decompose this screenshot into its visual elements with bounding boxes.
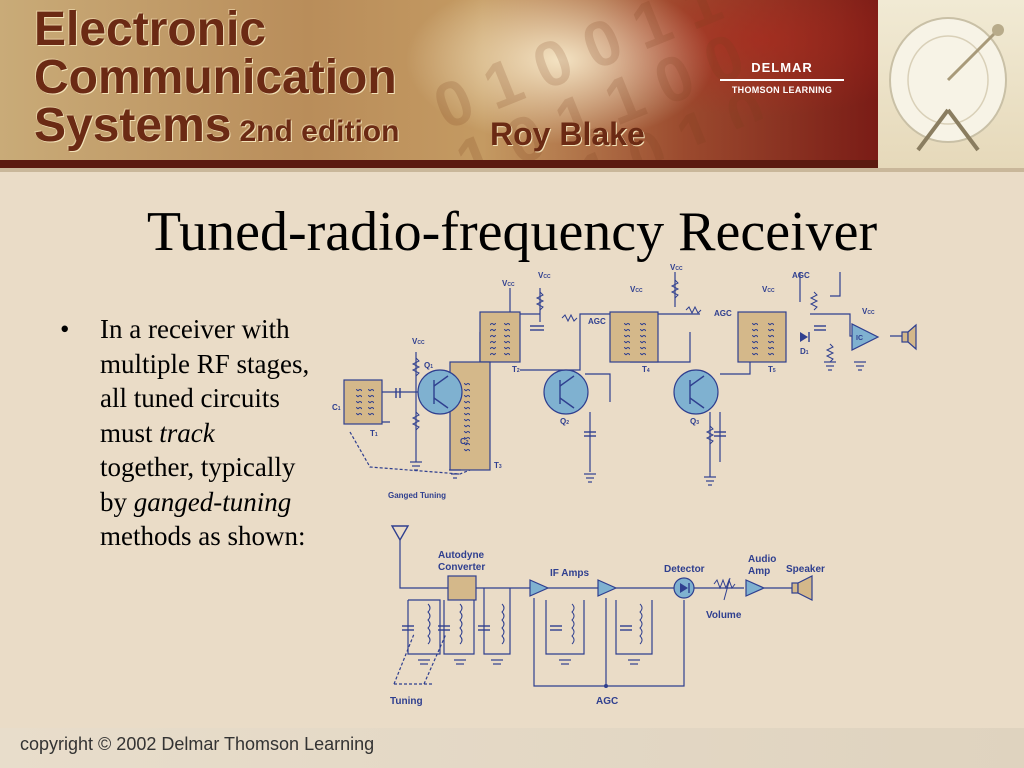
audio-amp-icon	[745, 579, 766, 597]
tuning-label: Tuning	[390, 696, 423, 707]
bullet-emphasis-ganged-tuning: ganged-tuning	[133, 486, 292, 517]
q3-label: Q3	[690, 417, 699, 426]
amp-label: Amp	[748, 566, 770, 577]
agc-label-1: AGC	[588, 317, 606, 326]
book-edition: 2nd edition	[239, 115, 400, 148]
detector-label: Detector	[664, 564, 705, 575]
transformer-t4	[609, 311, 659, 363]
publisher-logo: DELMAR THOMSON LEARNING	[712, 60, 852, 95]
c1-label: C1	[332, 403, 341, 412]
volume-label: Volume	[706, 610, 742, 621]
ic-amplifier-icon	[851, 323, 880, 351]
transistor-q1-icon	[417, 369, 463, 415]
speaker-icon	[901, 323, 917, 351]
c2-label: C2	[460, 437, 469, 446]
vcc-label-1: VCC	[502, 279, 515, 288]
t4-label: T4	[642, 365, 650, 374]
transistor-q3-icon	[673, 369, 719, 415]
t3-label: T3	[494, 461, 502, 470]
book-title-line2: Communication	[34, 51, 397, 104]
antenna-icon	[390, 525, 410, 542]
banner-stripe	[0, 160, 878, 168]
t5-label: T5	[768, 365, 776, 374]
ganged-tuning-label: Ganged Tuning	[388, 491, 446, 500]
ic-label: IC	[856, 335, 863, 342]
if-amp-1-icon	[529, 579, 550, 597]
slide-title: Tuned-radio-frequency Receiver	[146, 201, 878, 263]
speaker-label: Speaker	[786, 564, 825, 575]
vcc-label-3: VCC	[670, 263, 683, 272]
banner-shadow-stripe	[0, 168, 1024, 172]
bullet-list: • In a receiver with multiple RF stages,…	[60, 312, 310, 554]
transformer-t5	[737, 311, 787, 363]
copyright-text: copyright © 2002 Delmar Thomson Learning	[20, 734, 375, 754]
transistors	[417, 369, 719, 415]
bullet-marker: •	[60, 314, 70, 344]
transformer-t2	[479, 311, 521, 363]
publisher-name: DELMAR	[751, 60, 813, 75]
if-amps-label: IF Amps	[550, 568, 590, 579]
speaker-icon-2	[791, 575, 813, 601]
transistor-q2-icon	[543, 369, 589, 415]
book-title-line1: Electronic	[34, 3, 267, 56]
bullet-text-part2: together, typically by	[100, 452, 296, 517]
publisher-divider	[720, 79, 844, 81]
agc-label-3: AGC	[792, 271, 810, 280]
t1-label: T1	[370, 429, 378, 438]
satellite-dish-image	[878, 0, 1024, 168]
vcc-label-4: VCC	[630, 285, 643, 294]
footer: copyright © 2002 Delmar Thomson Learning	[0, 728, 1024, 768]
vcc-label-6: VCC	[412, 337, 425, 346]
bullet-emphasis-track: track	[159, 417, 215, 448]
audio-label: Audio	[748, 554, 776, 565]
satellite-dish-icon	[889, 17, 1007, 152]
bullet-text-part3: methods as shown:	[100, 521, 306, 551]
transformer-t1	[343, 379, 383, 425]
agc-label: AGC	[596, 696, 618, 707]
if-amp-2-icon	[597, 579, 618, 597]
book-title-line3-text: Systems	[34, 99, 232, 152]
diode-d1-icon	[800, 332, 808, 342]
autodyne-label: Autodyne	[438, 550, 485, 561]
autodyne-converter-block	[447, 575, 477, 601]
agc-label-2: AGC	[714, 309, 732, 318]
t2-label: T2	[512, 365, 520, 374]
book-author: Roy Blake	[490, 116, 645, 152]
bullet-item: • In a receiver with multiple RF stages,…	[60, 312, 310, 554]
volume-pot-icon	[713, 578, 736, 590]
q1-label: Q1	[424, 361, 433, 370]
vcc-label-2: VCC	[538, 271, 551, 280]
bullet-text-part1: In a receiver with multiple RF stages, a…	[100, 314, 310, 448]
trf-receiver-schematic: VCC VCC VCC VCC VCC VCC VCC AGC AGC AGC …	[332, 263, 917, 500]
vcc-label-7: VCC	[862, 307, 875, 316]
q2-label: Q2	[560, 417, 569, 426]
d1-label: D1	[800, 347, 809, 356]
converter-label: Converter	[438, 562, 485, 573]
superhet-block-diagram: Autodyne Converter IF Amps Detector Audi…	[390, 525, 825, 707]
publisher-subtitle: THOMSON LEARNING	[731, 85, 833, 95]
vcc-label-5: VCC	[762, 285, 775, 294]
